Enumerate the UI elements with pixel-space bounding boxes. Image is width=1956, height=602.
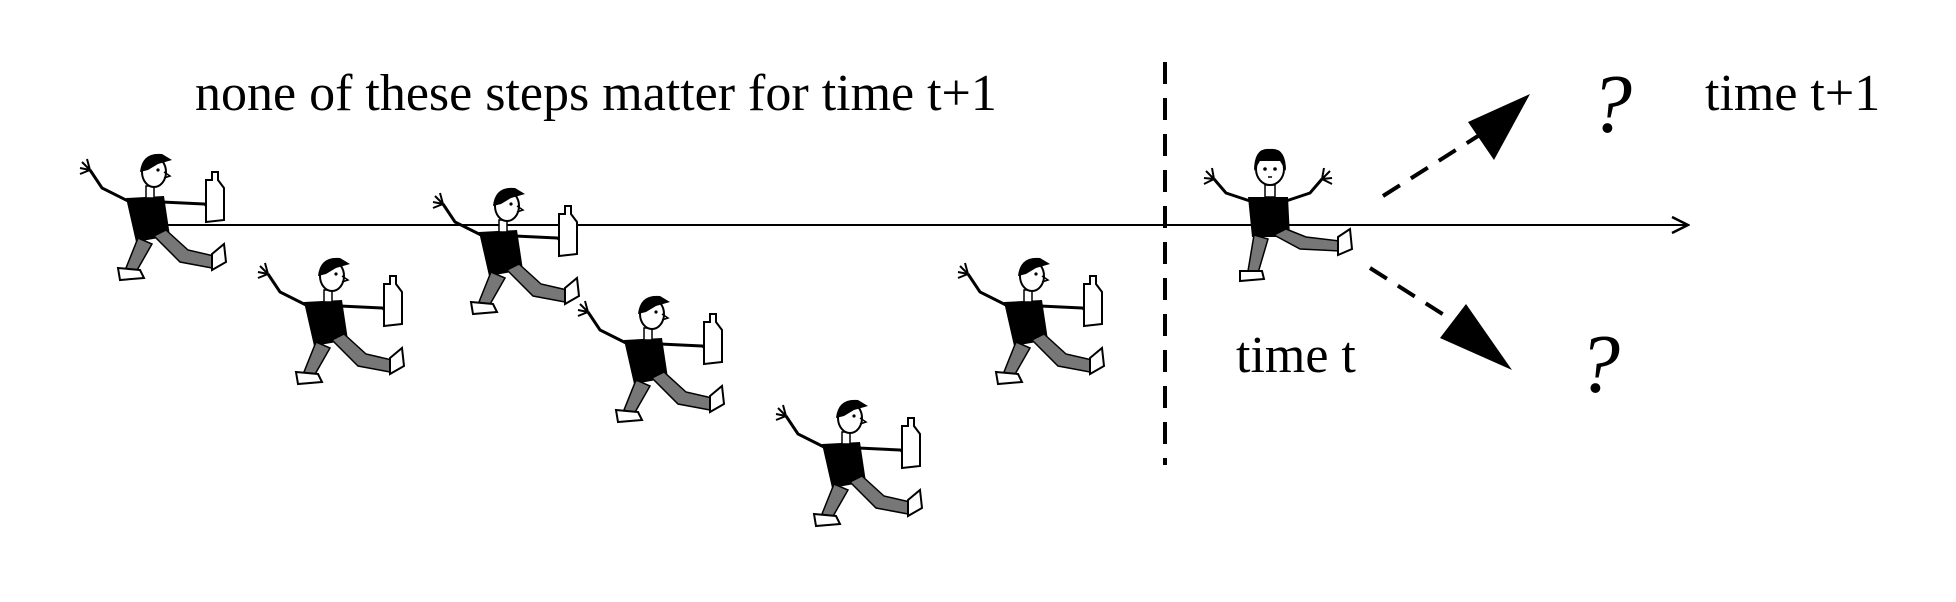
arrowhead-down-icon <box>1440 304 1512 370</box>
present-time-label: time t <box>1236 327 1356 384</box>
unknown-up-question-mark: ? <box>1590 58 1632 151</box>
past-walker-6 <box>956 256 1106 386</box>
next-step-arrow-down <box>1368 266 1454 322</box>
past-walker-4 <box>576 294 726 424</box>
next-step-arrows <box>1368 94 1530 370</box>
past-walker-3 <box>431 186 581 316</box>
future-time-label: time t+1 <box>1705 65 1880 122</box>
present-walker <box>1202 147 1354 283</box>
past-walker-5 <box>774 398 924 528</box>
past-steps-caption: none of these steps matter for time t+1 <box>195 65 997 122</box>
unknown-down-question-mark: ? <box>1578 318 1620 411</box>
arrowhead-up-icon <box>1468 94 1530 160</box>
past-walkers <box>78 152 1106 528</box>
past-walker-2 <box>256 256 406 386</box>
past-walker-1 <box>78 152 228 282</box>
next-step-arrow-up <box>1381 134 1480 198</box>
